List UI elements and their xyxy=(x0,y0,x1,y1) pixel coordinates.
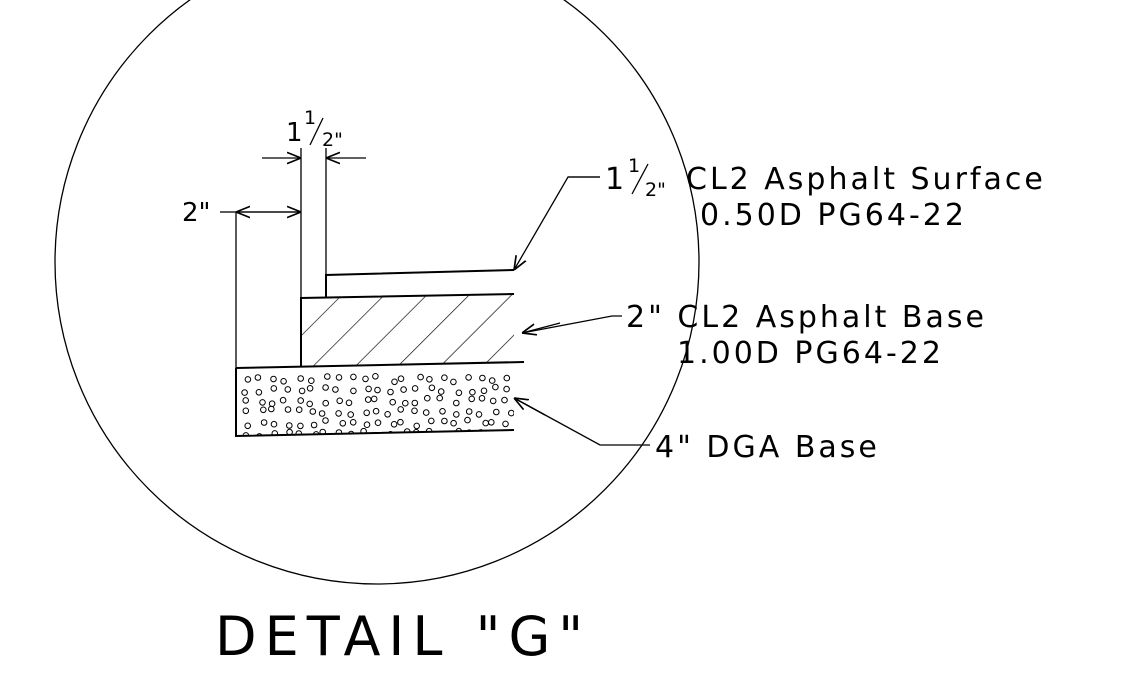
top-width-denominator: 2" xyxy=(322,129,343,151)
top-width-numerator: 1 xyxy=(304,107,316,129)
surface-callout-line1: CL2 Asphalt Surface xyxy=(686,162,1046,197)
surface-callout-line2: 0.50D PG64-22 xyxy=(700,198,967,233)
dga-leader xyxy=(514,398,650,446)
detail-title: DETAIL "G" xyxy=(215,605,591,668)
base-leader xyxy=(522,315,622,333)
surface-leader xyxy=(514,176,600,270)
dga-callout: 4" DGA Base xyxy=(655,430,880,465)
dga-callout-line1: 4" DGA Base xyxy=(655,430,880,465)
surface-callout: 1 1 2" CL2 Asphalt Surface 0.50D PG64-22 xyxy=(605,155,1046,233)
surface-prefix-whole: 1 xyxy=(605,162,624,197)
base-callout-line2: 1.00D PG64-22 xyxy=(677,336,944,371)
base-callout: 2" CL2 Asphalt Base 1.00D PG64-22 xyxy=(626,300,987,371)
top-width-whole: 1 xyxy=(286,118,303,148)
base-callout-line1: 2" CL2 Asphalt Base xyxy=(626,300,987,335)
step-offset-dimension: 2" xyxy=(182,198,301,368)
asphalt-base-layer xyxy=(301,294,514,366)
top-width-dimension: 1 1 2" xyxy=(262,107,366,298)
dga-base-layer xyxy=(235,368,515,438)
detail-circle xyxy=(54,0,700,585)
surface-prefix-denominator: 2" xyxy=(645,179,666,201)
step-offset-label: 2" xyxy=(182,198,211,228)
surface-prefix-numerator: 1 xyxy=(628,155,640,177)
